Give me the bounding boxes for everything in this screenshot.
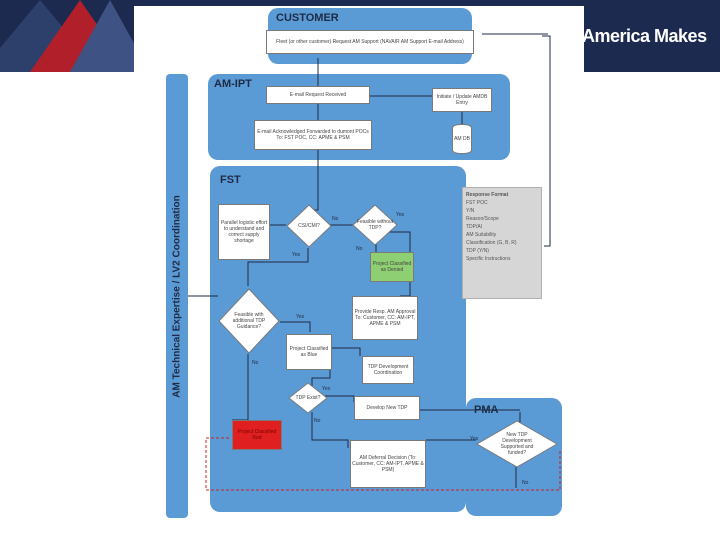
lane-fst-title: FST xyxy=(220,174,241,186)
label-yes-tdp: Yes xyxy=(322,386,331,392)
label-no-tdp: No xyxy=(314,418,321,424)
decision-feasible-with: Feasible with additional TDP Guidance? xyxy=(218,288,280,354)
customer-request-box: Fleet (or other customer) Request AM Sup… xyxy=(266,30,474,54)
legend-item: FST POC xyxy=(466,200,488,206)
project-blue-box: Project Classified as Blue xyxy=(286,334,332,370)
tdp-development-box: TDP Development Coordination xyxy=(362,356,414,384)
label-no-feasible-with: No xyxy=(252,360,259,366)
response-format-legend: Response Format FST POC Y/N Reason/Scope… xyxy=(462,187,542,299)
am-deferral-box: AM Deferral Decision (To: Customer, CC: … xyxy=(350,440,426,488)
legend-item: Classification (G, B, R) xyxy=(466,240,517,246)
email-ack-box: E-mail Acknowledged Forwarded to dumont … xyxy=(254,120,372,150)
label-no-feasible-without: No xyxy=(356,246,363,252)
lane-amipt-title: AM-IPT xyxy=(214,78,252,90)
legend-item: TDP (Y/N) xyxy=(466,248,489,254)
am-db-cylinder: AM DB xyxy=(452,124,472,154)
label-yes-feasible-without: Yes xyxy=(396,212,405,218)
develop-tdp-box: Develop New TDP xyxy=(354,396,420,420)
side-bar xyxy=(166,74,188,518)
legend-item: TDP/AI xyxy=(466,224,483,230)
decision-tdp-exist: TDP Exist? xyxy=(288,382,328,414)
email-received-box: E-mail Request Received xyxy=(266,86,370,104)
brand-logo-text: America Makes xyxy=(582,26,707,46)
legend-title: Response Format xyxy=(466,192,509,198)
legend-item: Y/N xyxy=(466,208,475,214)
label-no-csi: No xyxy=(332,216,339,222)
legend-item: AM Suitability xyxy=(466,232,497,238)
decision-csi-cmi: CSI/CMI? xyxy=(286,204,332,248)
label-yes-feasible-with: Yes xyxy=(296,314,305,320)
initiate-update-box: Initiate / Update AMDB Entry xyxy=(432,88,492,112)
label-yes-pma: Yes xyxy=(470,436,479,442)
decision-new-tdp: New TDP Development Supported and funded… xyxy=(476,420,558,468)
legend-item: Specific Instructions xyxy=(466,256,511,262)
project-red-box: Project Classified Red xyxy=(232,420,282,450)
label-no-pma: No xyxy=(522,480,529,486)
lane-customer-title: CUSTOMER xyxy=(276,12,339,24)
label-yes-csi: Yes xyxy=(292,252,301,258)
decision-feasible-without: Feasible without TDP? xyxy=(352,204,398,246)
legend-item: Reason/Scope xyxy=(466,216,499,222)
parallel-effort-box: Parallel logistic effort to understand a… xyxy=(218,204,270,260)
provide-response-box: Provide Resp. AM Approval To: Customer, … xyxy=(352,296,418,340)
project-denied-box: Project Classified as Denied xyxy=(370,252,414,282)
